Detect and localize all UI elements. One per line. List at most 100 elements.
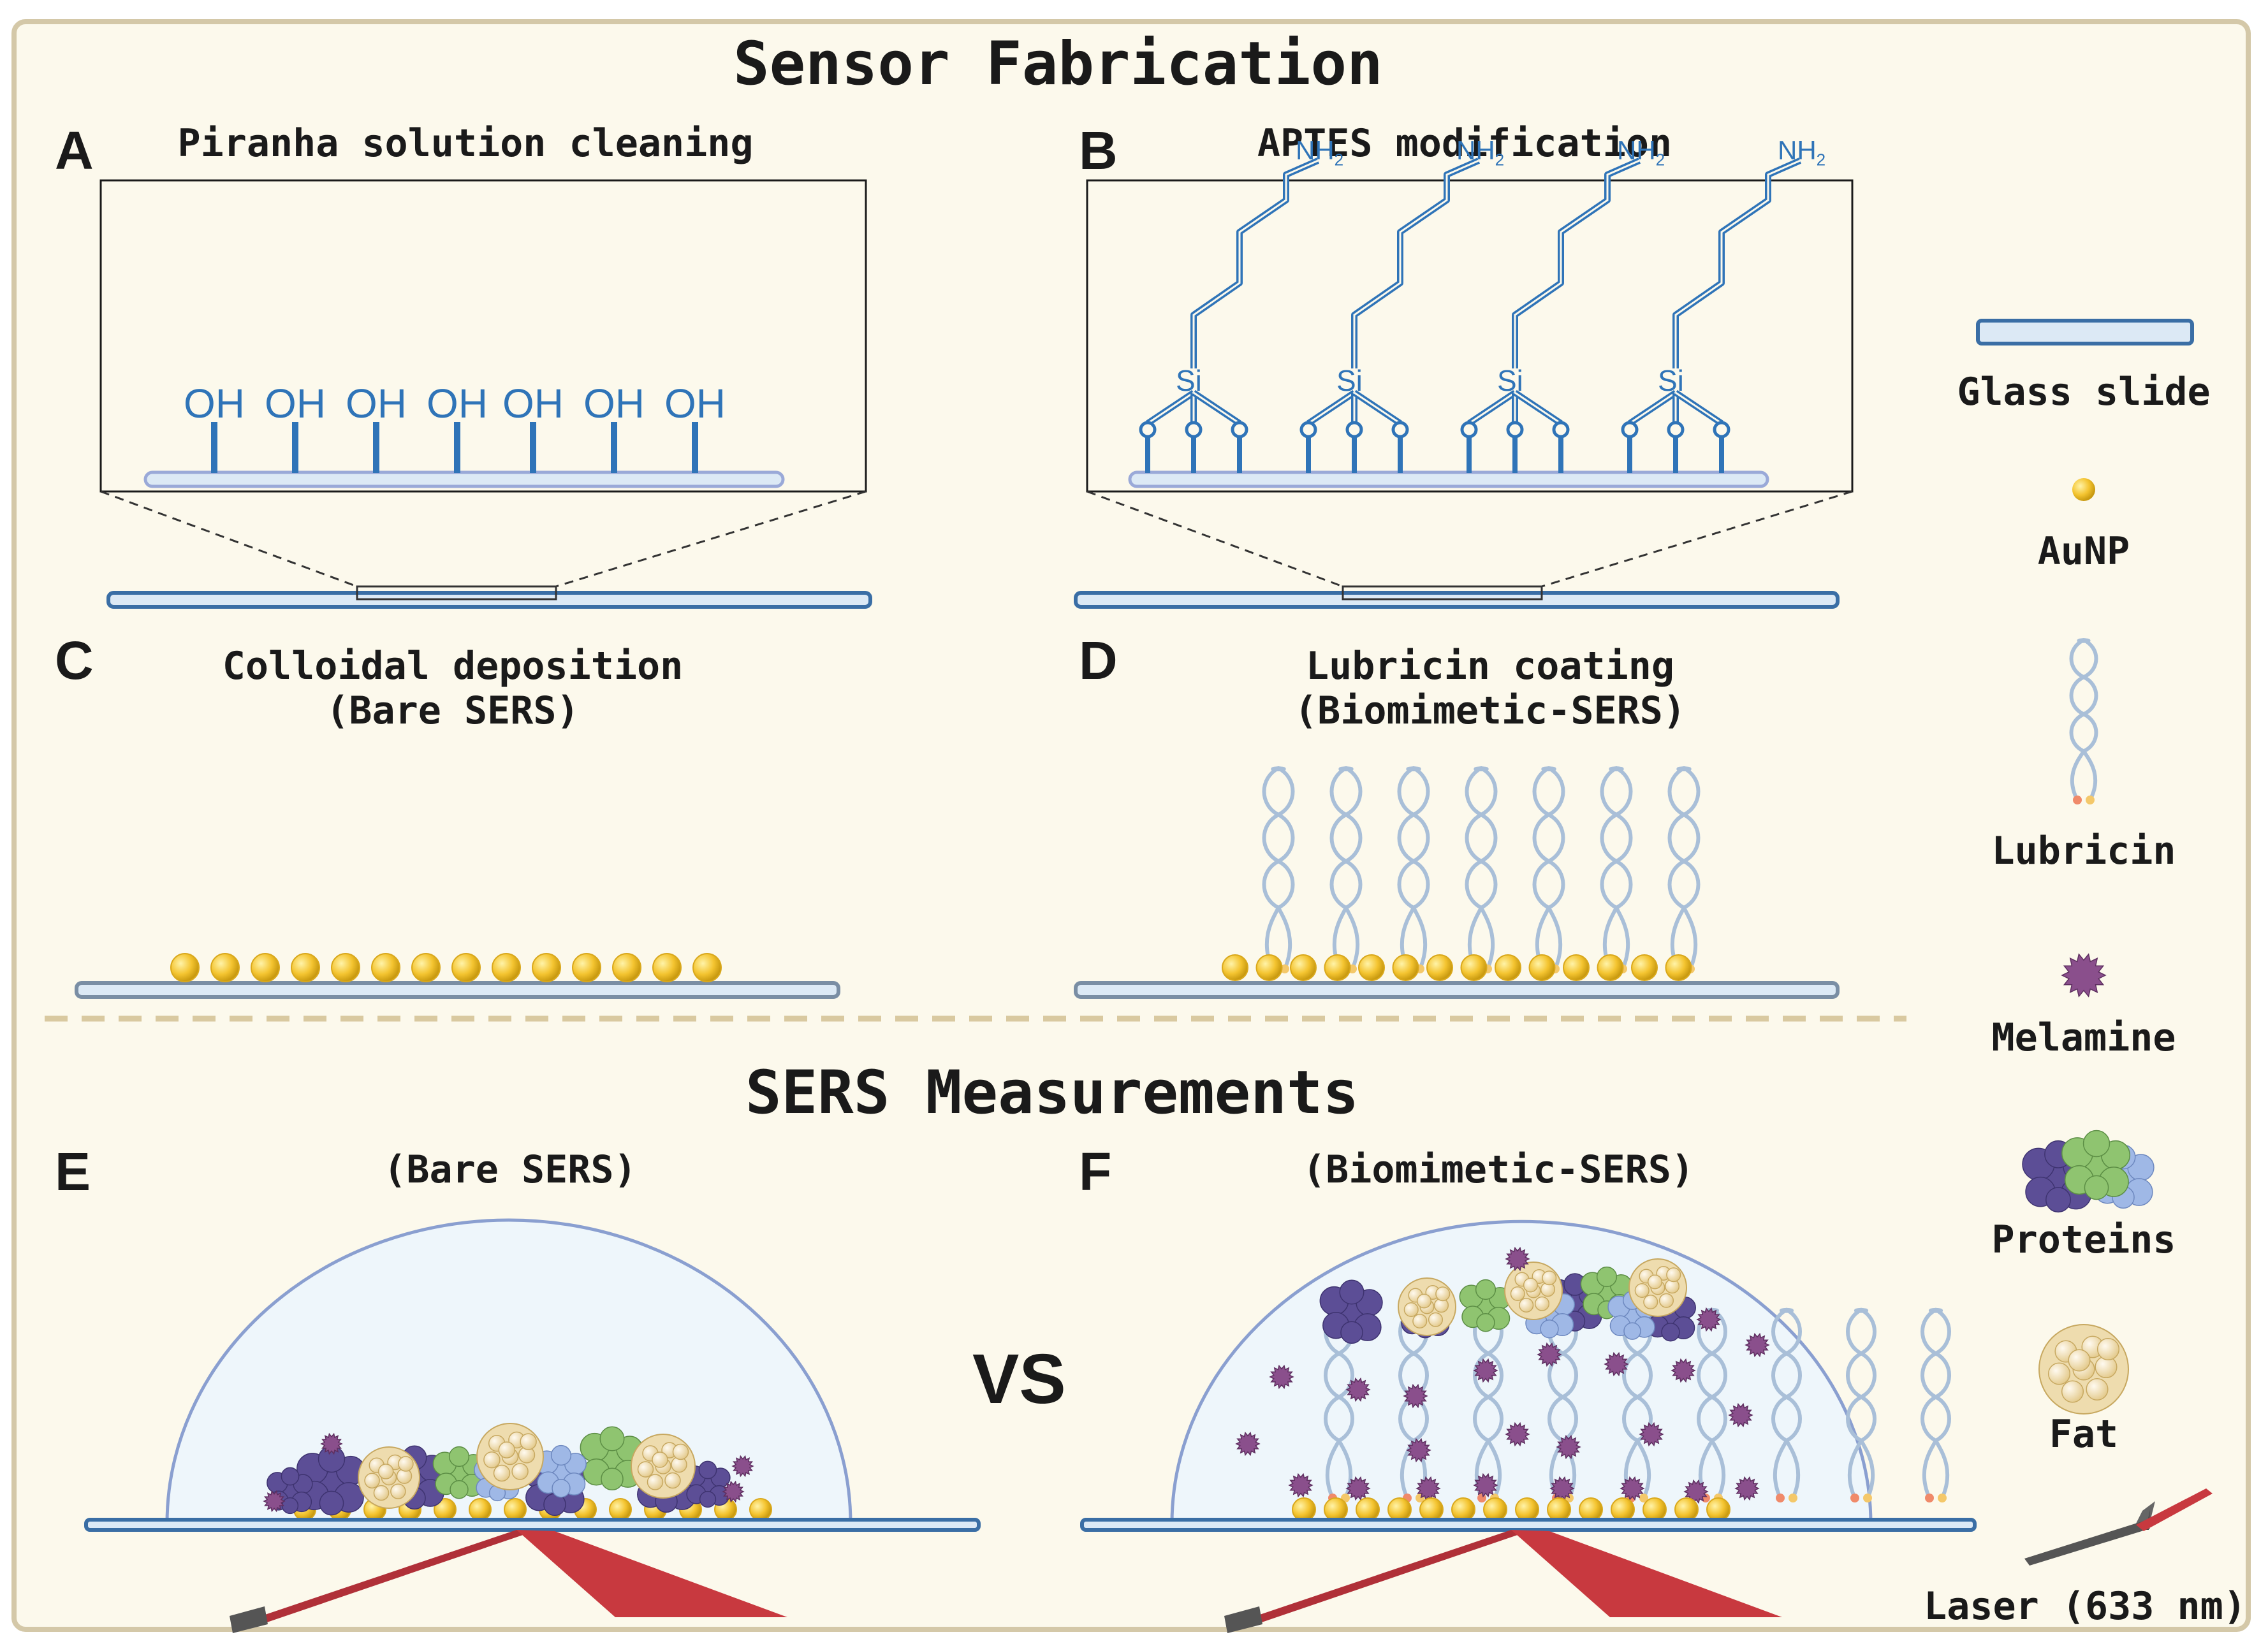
aunp — [210, 953, 240, 982]
aunp — [1495, 954, 1521, 981]
legend-aunp-label: AuNP — [2037, 529, 2130, 574]
repelled-fouling-layer — [1319, 1258, 1696, 1344]
lubricin-end — [1863, 1494, 1872, 1502]
melamine — [1696, 1307, 1722, 1332]
melamine — [1269, 1364, 1294, 1390]
melamine — [1734, 1476, 1760, 1501]
melamine — [1537, 1342, 1562, 1367]
aunp — [1706, 1497, 1730, 1522]
fat-globule — [1504, 1262, 1563, 1320]
lubricin-molecule — [1667, 766, 1701, 973]
aptes-molecules — [1139, 157, 1802, 473]
panel-f-diagram — [1080, 1219, 1977, 1633]
lubricin-end — [1850, 1494, 1859, 1502]
aunp — [1387, 1497, 1412, 1522]
lubricin-molecule — [1600, 766, 1633, 973]
hydroxyl-label: OH — [502, 381, 564, 426]
hydroxyl-label: OH — [664, 381, 726, 426]
aunp — [1358, 954, 1385, 981]
aunp — [1392, 954, 1419, 981]
aunp — [1515, 1497, 1539, 1522]
legend-laser-label: Laser (633 nm) — [1924, 1584, 2246, 1629]
amine-label-subscript: 2 — [1495, 150, 1505, 170]
melamine — [1556, 1434, 1581, 1460]
aunp — [1356, 1497, 1380, 1522]
hydroxyl-bond — [530, 422, 536, 473]
melamine — [722, 1480, 745, 1503]
oxygen-atom — [1506, 421, 1524, 439]
panel-d-title-line1: Lubricin coating — [1306, 644, 1674, 688]
glass-slide — [84, 1518, 981, 1532]
fouling-layer — [263, 1423, 772, 1521]
melamine — [1403, 1383, 1428, 1409]
panel-f-title: (Biomimetic-SERS) — [1302, 1147, 1695, 1192]
lubricin-molecule — [1397, 766, 1430, 973]
aunp — [1426, 954, 1453, 981]
lubricin-molecule — [1846, 1307, 1877, 1502]
aptes-molecule — [1299, 157, 1481, 473]
aunp — [411, 953, 441, 982]
lubricin-end — [2086, 796, 2095, 804]
fat-globule — [476, 1423, 544, 1490]
glass-slide-zoom — [1128, 470, 1769, 488]
amine-label-subscript: 2 — [1816, 150, 1826, 170]
protein — [432, 1446, 485, 1499]
panel-a-zoom-box — [99, 179, 867, 493]
lubricin-end — [1789, 1494, 1797, 1502]
amine-label-subscript: 2 — [1655, 150, 1665, 170]
aunp — [451, 953, 481, 982]
legend-lubricin-label: Lubricin — [1991, 829, 2176, 873]
laser-beam — [1224, 1530, 1782, 1633]
panel-d-diagram — [1074, 766, 1840, 999]
protein — [1459, 1279, 1511, 1332]
hydroxyl-label: OH — [184, 381, 245, 426]
aunp — [492, 953, 521, 982]
aunp — [1222, 954, 1248, 981]
glass-slide — [1074, 981, 1840, 999]
hydroxyl-label: OH — [427, 381, 488, 426]
protein — [1319, 1279, 1383, 1344]
melamine-icon — [2061, 953, 2107, 998]
fat-globule — [1398, 1277, 1456, 1336]
melamine — [1671, 1358, 1696, 1383]
glass-slide-icon — [1976, 319, 2194, 345]
melamine — [731, 1455, 754, 1478]
melamine — [1345, 1377, 1371, 1402]
melamine — [1416, 1476, 1441, 1501]
lubricin-molecule — [1920, 1307, 1951, 1502]
aunp — [291, 953, 320, 982]
fat-globule — [1628, 1258, 1687, 1317]
panel-letter-f: F — [1079, 1142, 1112, 1202]
panel-c-title-line2: (Bare SERS) — [326, 688, 580, 733]
oxygen-atom — [1231, 421, 1248, 439]
legend-fat-label: Fat — [2049, 1412, 2119, 1457]
panel-d-title-line2: (Biomimetic-SERS) — [1294, 688, 1686, 733]
panel-a-diagram — [99, 179, 872, 609]
protein-icon — [2022, 1130, 2155, 1213]
amine-label: NH2 — [1456, 135, 1505, 170]
aunp — [331, 953, 360, 982]
oxygen-atom — [1621, 421, 1639, 439]
aunp — [1674, 1497, 1699, 1522]
oxygen-atom — [1185, 421, 1203, 439]
melamine — [1505, 1246, 1530, 1272]
melamine — [1745, 1332, 1770, 1358]
melamine — [2061, 953, 2107, 998]
laser-icon — [2024, 1488, 2213, 1566]
hydroxyl-bond — [692, 422, 698, 473]
lubricin-end — [1925, 1494, 1934, 1502]
aunp — [1547, 1497, 1571, 1522]
legend-glass-label: Glass slide — [1957, 370, 2211, 414]
hydroxyl-groups — [211, 422, 698, 473]
fat-icon — [2038, 1324, 2129, 1415]
protein — [267, 1467, 313, 1515]
oxygen-atom — [1139, 421, 1157, 439]
aunp — [1460, 954, 1488, 981]
fabrication-title: Sensor Fabrication — [733, 29, 1383, 99]
glass-slide — [1080, 1518, 1977, 1532]
aunp — [532, 953, 561, 982]
legend-melamine-label: Melamine — [1991, 1015, 2176, 1060]
silicon-label: Si — [1658, 364, 1684, 397]
aunp — [1324, 1497, 1348, 1522]
